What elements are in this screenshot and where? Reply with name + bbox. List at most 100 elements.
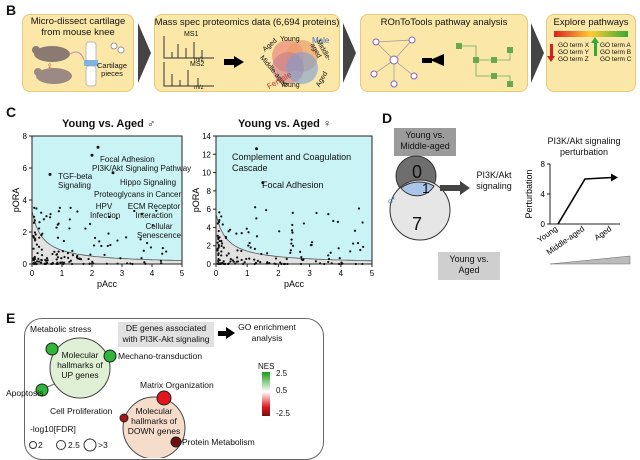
data-point: [300, 255, 303, 259]
size-legend-title: -log10[FDR]: [30, 424, 76, 434]
node-protein-metabolism: Protein Metabolism: [182, 437, 255, 447]
data-point: [255, 217, 258, 220]
data-point: [232, 260, 235, 263]
data-point: [33, 206, 36, 209]
data-point: [131, 262, 134, 266]
data-point: [299, 262, 303, 266]
data-point: [327, 260, 330, 264]
arrow-chevron-1: [138, 23, 151, 83]
data-point: [266, 261, 269, 264]
category-label: Aged: [593, 224, 613, 242]
data-point: [58, 206, 61, 209]
up-genes-hub: Molecular hallmarks of UP genes: [57, 350, 103, 380]
explore-right-terms: GO term A GO term B GO term C: [600, 42, 631, 63]
data-point: [217, 229, 220, 233]
explore-left-terms: GO term X GO term Y GO term Z: [558, 42, 589, 63]
label-complement-f: Complement and Coagulation Cascade: [232, 152, 352, 173]
data-point: [45, 259, 48, 262]
data-point: [140, 212, 143, 215]
node-mechano-transduction: Mechano-transduction: [118, 351, 203, 361]
cartilage-pieces-label: Cartilage pieces: [96, 61, 127, 78]
data-point: [53, 250, 56, 253]
perturbation-line: [557, 176, 613, 225]
go-term-y: GO term Y: [558, 49, 589, 56]
label-pi3k-akt: PI3K/Akt Signaling Pathway: [92, 164, 192, 173]
data-point: [55, 253, 58, 256]
data-point: [160, 262, 163, 265]
data-point: [63, 255, 66, 259]
data-point: [56, 223, 59, 226]
data-point: [352, 242, 355, 245]
data-point: [248, 257, 251, 260]
data-point: [329, 251, 332, 254]
venn-count-overlap: 1: [422, 180, 430, 196]
data-point: [42, 218, 45, 221]
highlight-point: [96, 145, 100, 149]
data-point: [89, 253, 92, 256]
data-point: [220, 215, 223, 218]
data-point: [256, 259, 260, 262]
data-point: [126, 262, 129, 265]
x-tick-label: 0: [214, 269, 219, 278]
data-point: [227, 252, 230, 255]
data-point: [285, 257, 288, 261]
data-point: [225, 254, 228, 257]
data-point: [116, 239, 119, 242]
venn-d-diagram: [389, 155, 451, 241]
venn-bottom-label-box: Young vs. Aged: [438, 252, 500, 280]
data-point: [33, 219, 36, 222]
data-point: [247, 231, 250, 234]
data-point: [236, 256, 239, 259]
label-proteoglycans: Proteoglycans in Cancer: [94, 190, 182, 199]
data-point: [133, 209, 136, 213]
size-legend-2: 2: [38, 440, 43, 450]
data-point: [51, 261, 54, 264]
data-point: [78, 257, 81, 260]
data-point: [291, 211, 294, 214]
data-point: [236, 249, 239, 252]
data-point: [353, 229, 357, 232]
data-point: [235, 260, 238, 263]
data-point: [227, 230, 230, 233]
panel-c-letter: C: [6, 104, 17, 120]
y-tick-label: 2: [23, 228, 28, 237]
data-point: [76, 210, 79, 213]
data-point: [253, 258, 256, 261]
data-point: [32, 221, 36, 224]
label-ecm-receptor: ECM Receptor Interaction: [127, 202, 181, 220]
data-point: [35, 262, 38, 266]
mz-label-2: m/z: [194, 85, 204, 91]
data-point: [279, 261, 282, 264]
e-arrow-icon: [226, 327, 235, 339]
data-point: [290, 238, 293, 241]
data-point: [37, 245, 41, 248]
data-point: [216, 222, 219, 225]
d-arrow-shaft: [440, 185, 462, 191]
data-point: [283, 262, 286, 266]
size-legend-gt3: >3: [98, 440, 108, 450]
node-metabolic-stress: Metabolic stress: [30, 324, 92, 334]
highlight-point: [261, 181, 265, 185]
pathway-network-icon: [370, 36, 513, 88]
y-tick-label: 12: [202, 150, 211, 159]
data-point: [227, 262, 230, 266]
data-point: [253, 247, 256, 250]
data-point: [319, 262, 322, 265]
data-point: [336, 220, 339, 223]
data-point: [224, 235, 227, 238]
arrow-shaft: [224, 59, 236, 65]
d-arrow-label: PI3K/Akt signaling: [476, 170, 512, 191]
data-point: [291, 223, 294, 227]
proteomics-venn-diagram: [272, 40, 318, 84]
data-point: [70, 262, 74, 266]
d-arrow-icon: [460, 181, 470, 195]
data-point: [291, 231, 294, 234]
highlight-point: [255, 147, 259, 151]
data-point: [57, 250, 60, 253]
go-enrichment-label: GO enrichment analysis: [238, 322, 296, 343]
data-point: [92, 244, 96, 247]
data-point: [217, 252, 220, 255]
x-tick-label: 1: [60, 269, 65, 278]
x-axis-label: pAcc: [97, 279, 118, 289]
data-point: [357, 207, 361, 210]
